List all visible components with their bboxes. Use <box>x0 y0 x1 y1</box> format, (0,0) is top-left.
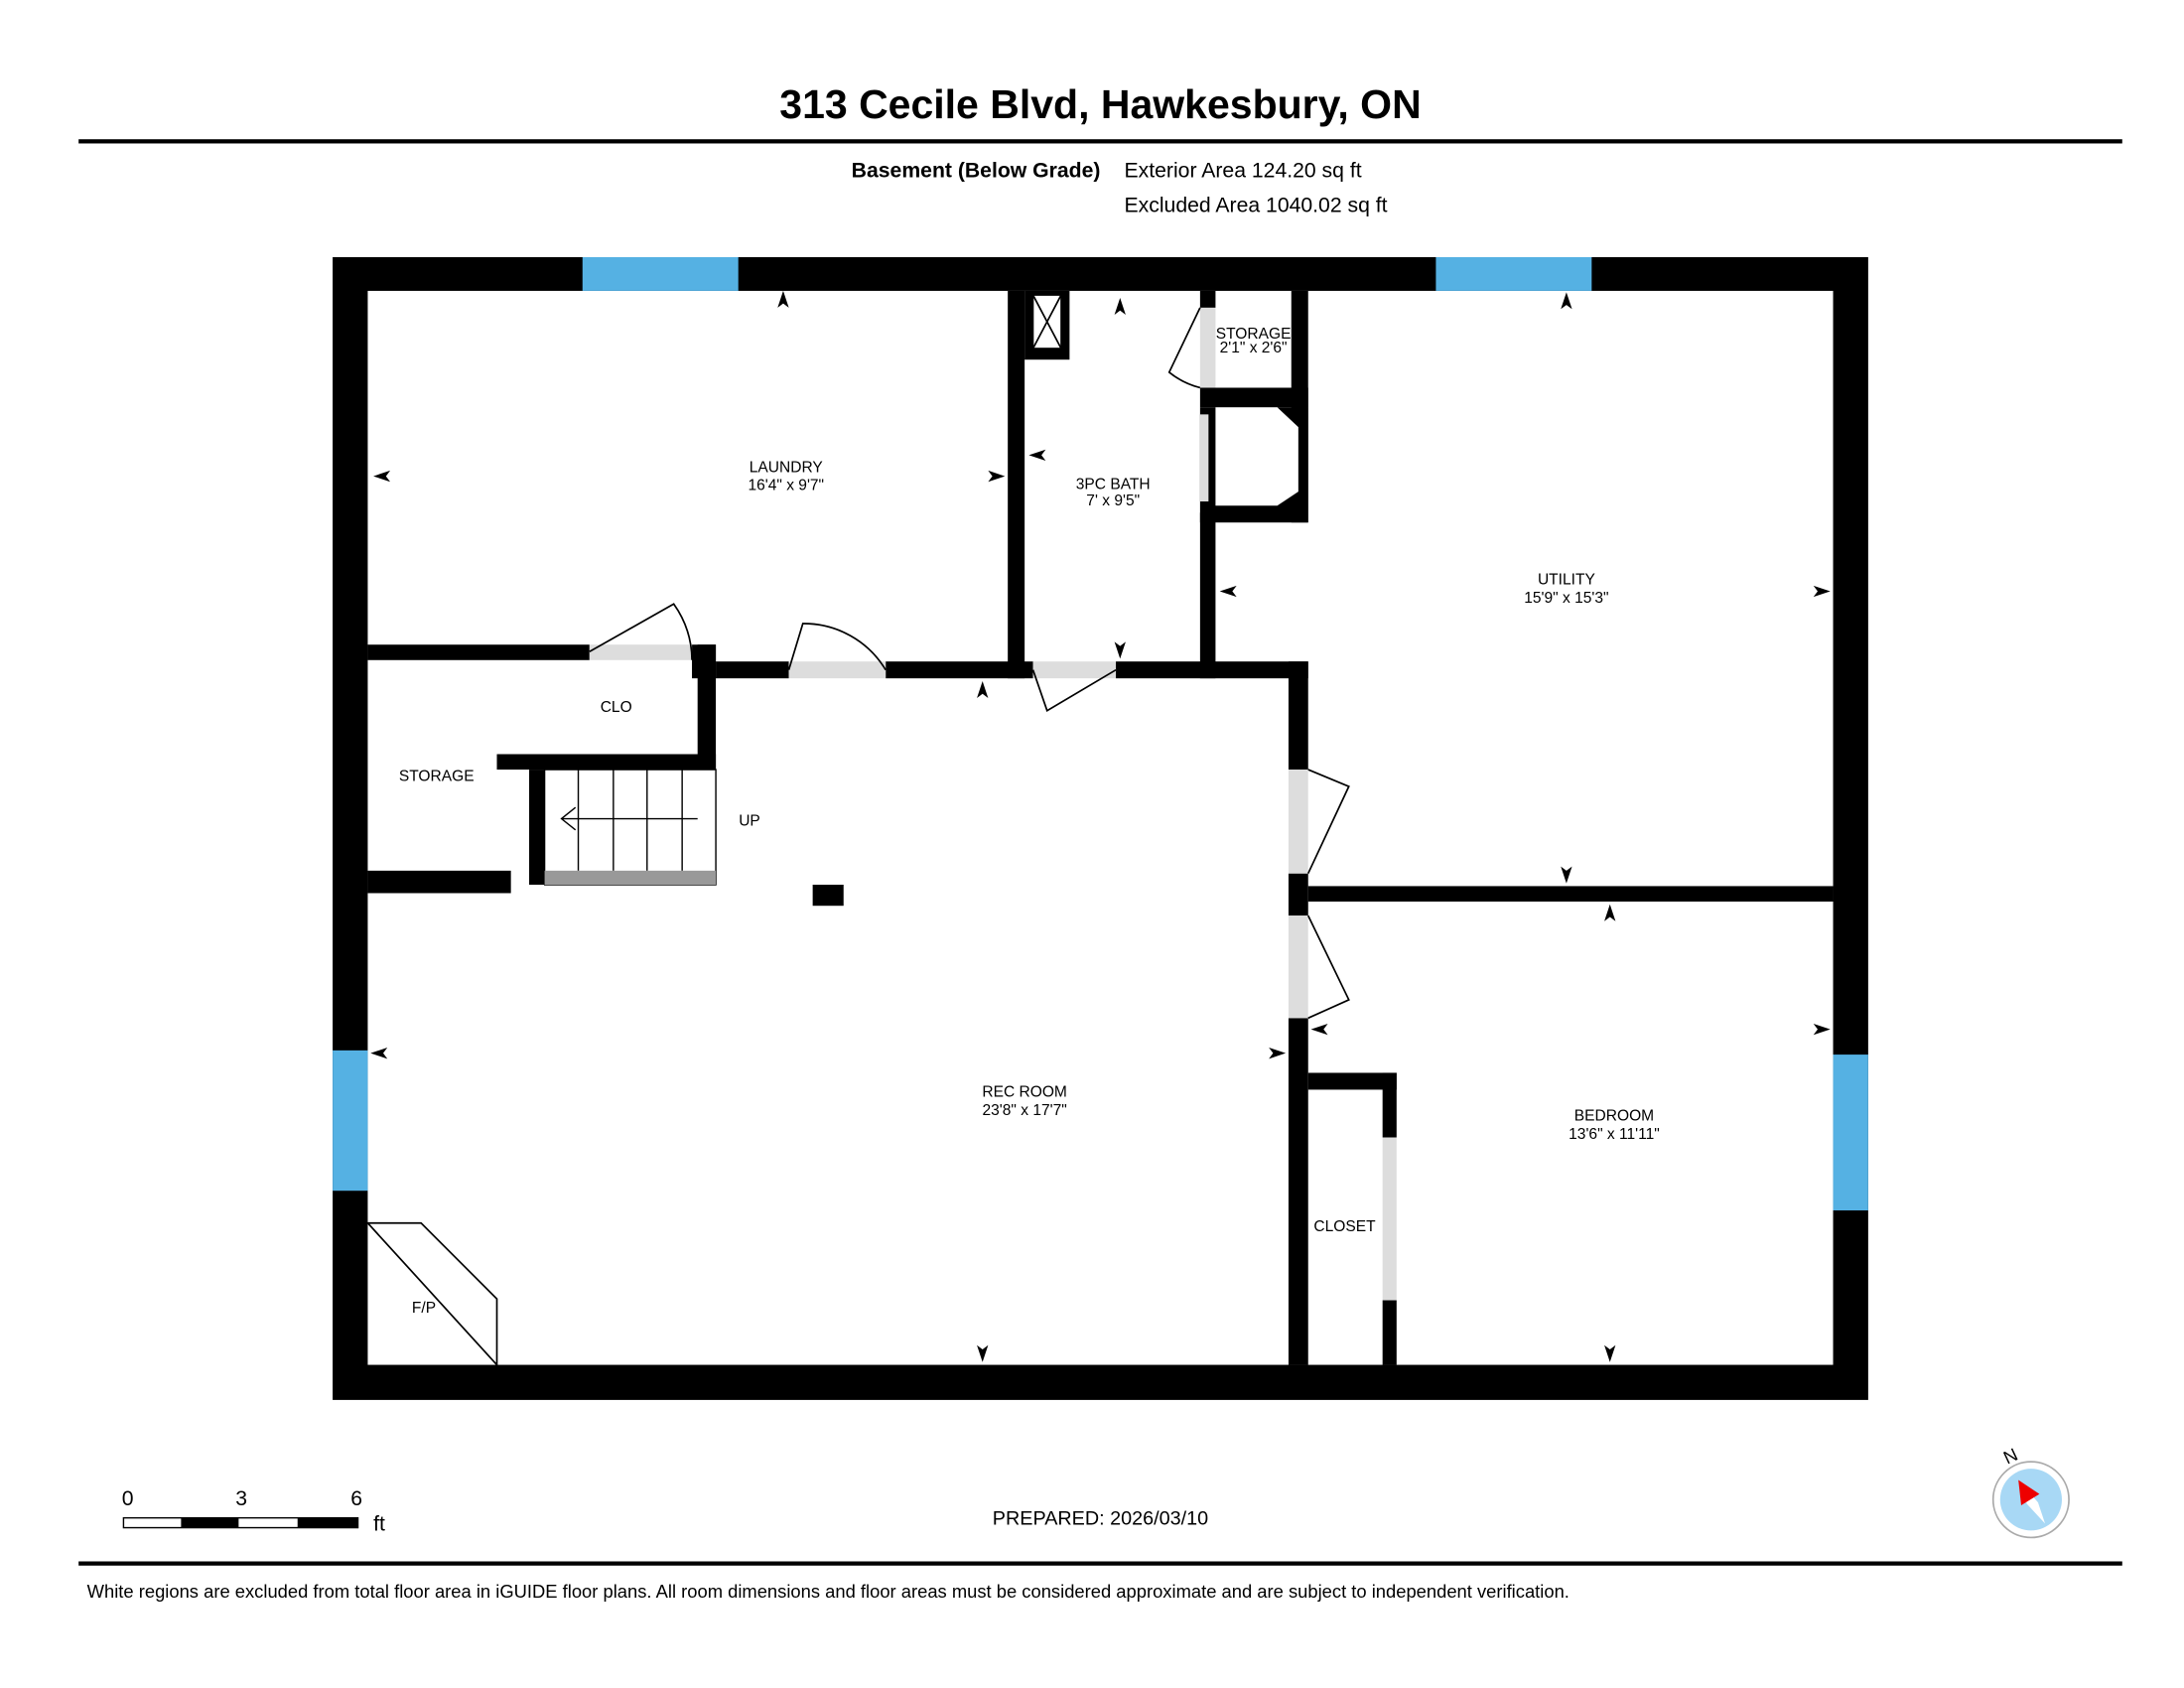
prepared-date: PREPARED: 2026/03/10 <box>993 1508 1208 1530</box>
room-name-bedroom: BEDROOM <box>1574 1108 1654 1125</box>
room-dims-bath: 7' x 9'5" <box>1086 492 1140 509</box>
disclaimer: White regions are excluded from total fl… <box>87 1581 1570 1602</box>
scale-unit: ft <box>373 1512 385 1535</box>
door-closet <box>1382 1137 1397 1301</box>
window-rec <box>333 1050 368 1192</box>
shaft-x-icon <box>1031 294 1062 350</box>
room-dims-laundry: 16'4" x 9'7" <box>748 478 824 494</box>
scale-tick-3: 3 <box>235 1487 247 1510</box>
room-dims-storage-small: 2'1" x 2'6" <box>1220 340 1288 356</box>
dimension-arrows <box>370 290 1831 1362</box>
page-title: 313 Cecile Blvd, Hawkesbury, ON <box>779 81 1421 127</box>
stairs-arrow-icon <box>560 806 698 831</box>
room-dims-utility: 15'9" x 15'3" <box>1524 590 1608 607</box>
floor-plan: LAUNDRY 16'4" x 9'7" 3PC BATH 7' x 9'5" … <box>333 256 1868 1400</box>
door-laundry-closet <box>589 644 693 660</box>
support-column <box>812 885 844 907</box>
room-name-bath: 3PC BATH <box>1076 476 1151 492</box>
doors <box>589 307 1397 1301</box>
room-name-storage: STORAGE <box>399 768 475 784</box>
windows <box>333 256 1868 1211</box>
scale-tick-6: 6 <box>350 1487 362 1510</box>
room-name-clo: CLO <box>601 699 632 716</box>
room-dims-bedroom: 13'6" x 11'11" <box>1569 1126 1660 1143</box>
fireplace <box>365 1221 498 1367</box>
window-laundry <box>582 256 739 291</box>
room-name-laundry: LAUNDRY <box>750 459 824 476</box>
room-dims-rec: 23'8" x 17'7" <box>983 1102 1067 1119</box>
exterior-area: Exterior Area 124.20 sq ft <box>1125 159 1362 182</box>
stairs <box>543 769 717 886</box>
header-divider <box>78 139 2122 144</box>
door-laundry <box>788 661 887 679</box>
room-name-closet: CLOSET <box>1313 1218 1376 1235</box>
excluded-area: Excluded Area 1040.02 sq ft <box>1125 195 1388 217</box>
interior-walls <box>365 290 1834 1367</box>
window-utility <box>1435 256 1592 291</box>
door-utility <box>1288 770 1308 874</box>
door-bath <box>1032 661 1117 679</box>
room-name-utility: UTILITY <box>1538 571 1596 588</box>
window-bedroom <box>1833 1055 1868 1211</box>
scale-tick-0: 0 <box>122 1487 134 1510</box>
room-name-storage-small: STORAGE <box>1216 326 1292 343</box>
scale-bar: 0 3 6 ft <box>122 1487 385 1535</box>
compass-icon: N <box>1991 1444 2070 1539</box>
stairs-up-label: UP <box>739 813 760 830</box>
room-name-rec: REC ROOM <box>982 1083 1067 1100</box>
room-name-fireplace: F/P <box>412 1300 436 1317</box>
door-storage <box>1199 307 1216 388</box>
footer-divider <box>78 1561 2122 1566</box>
door-bedroom <box>1288 915 1308 1019</box>
level-label: Basement (Below Grade) <box>852 159 1101 182</box>
